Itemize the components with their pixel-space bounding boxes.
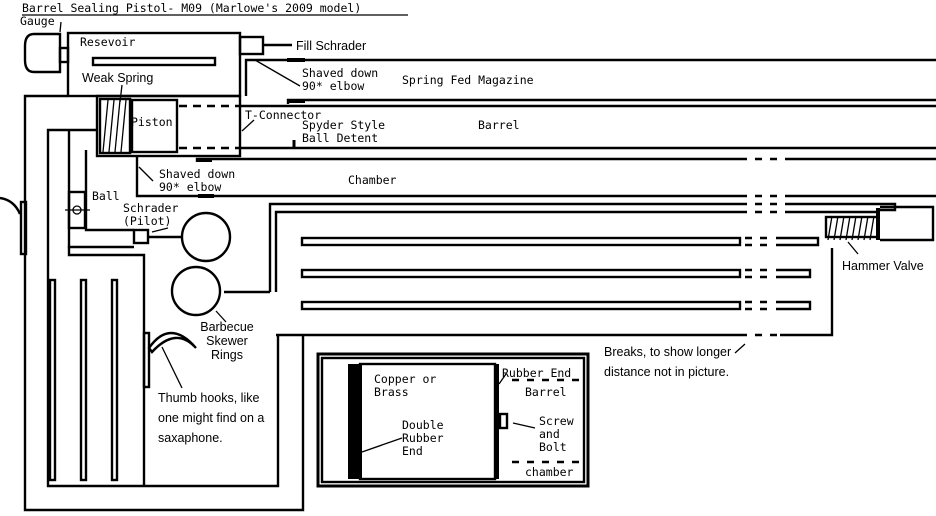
label-breaks-a: Breaks, to show longer [604, 345, 731, 359]
inset-barrel: Barrel [525, 385, 567, 399]
rail-3 [300, 300, 812, 311]
side-hook-mount [19, 200, 28, 256]
inset-detail [316, 352, 590, 488]
schrader-pilot [132, 228, 150, 245]
air-line-outer-top [268, 202, 740, 292]
label-schrader-a: Schrader [123, 201, 178, 215]
hammer-housing [880, 205, 935, 242]
label-piston: Piston [131, 115, 173, 129]
screw-bolt-pointer [512, 422, 536, 429]
hammer-spring [827, 215, 875, 241]
chamber-top [195, 157, 740, 162]
label-thumb-hooks-b: one might find on a [158, 411, 264, 425]
screw-bolt [498, 412, 509, 430]
chamber-bottom [135, 156, 740, 198]
grip-inner [46, 128, 280, 488]
label-shaved-down-1b: 90* elbow [302, 79, 364, 93]
inset-screw-c: Bolt [539, 440, 567, 454]
inset-copper-brass-b: Brass [374, 385, 409, 399]
label-shaved-down-2b: 90* elbow [159, 180, 221, 194]
grip-slot-1 [48, 278, 57, 482]
label-thumb-hooks-a: Thumb hooks, like [158, 391, 259, 405]
label-rings-a: Barbecue [200, 320, 254, 334]
diagram-title: Barrel Sealing Pistol- M09 (Marlowe's 20… [22, 1, 361, 15]
t-connector-housing [95, 94, 242, 158]
inset-chamber: chamber [525, 465, 574, 479]
magazine-bottom [286, 98, 936, 104]
label-reservoir: Resevoir [80, 35, 135, 49]
label-fill-schrader: Fill Schrader [296, 39, 366, 53]
rail-1 [300, 236, 820, 247]
label-spyder-detent-a: Spyder Style [302, 118, 385, 132]
gauge-pointer [59, 21, 62, 33]
barbecue-ring-2 [170, 265, 222, 317]
double-rubber-pointer [361, 437, 403, 453]
rubber-end-pointer [498, 373, 507, 385]
label-spyder-detent-b: Ball Detent [302, 131, 378, 145]
grip-outer [23, 94, 305, 512]
label-spring-fed-magazine: Spring Fed Magazine [402, 73, 534, 87]
magazine-top [244, 58, 936, 96]
t-connector-pointer [241, 119, 255, 132]
spring-chamber [98, 97, 132, 155]
grip-slot-2 [79, 278, 88, 482]
thumb-hook-mount [142, 331, 151, 389]
double-rubber-end-block [348, 364, 362, 479]
barbecue-ring-1 [180, 211, 232, 263]
frame-right-edge [780, 248, 834, 337]
reservoir-rod [91, 56, 217, 67]
side-hook [0, 196, 22, 215]
rubber-end-block [494, 364, 499, 479]
label-barrel: Barrel [478, 118, 520, 132]
label-ball: Ball [92, 189, 120, 203]
fill-schrader [238, 35, 265, 56]
inset-rubber-end: Rubber End [502, 366, 571, 380]
weak-spring [102, 99, 127, 153]
thumb-hooks-pointer [161, 346, 183, 389]
inset-double-rubber-c: End [402, 444, 423, 458]
inset-screw-a: Screw [539, 414, 574, 428]
gauge [23, 32, 62, 74]
piston [130, 98, 179, 154]
label-gauge: Gauge [20, 14, 55, 28]
label-shaved-down-2a: Shaved down [159, 167, 235, 181]
label-hammer-valve: Hammer Valve [842, 259, 924, 273]
label-rings-b: Skewer [206, 334, 248, 348]
shaved-down-1-pointer [254, 59, 301, 87]
label-rings-c: Rings [211, 348, 243, 362]
pilot-line-inner [84, 150, 134, 232]
inset-double-rubber-a: Double [402, 418, 444, 432]
label-thumb-hooks-c: saxaphone. [158, 431, 223, 445]
schrader-pointer [151, 227, 169, 233]
label-schrader-b: (Pilot) [123, 214, 171, 228]
label-breaks-b: distance not in picture. [604, 365, 729, 379]
label-chamber: Chamber [348, 173, 397, 187]
label-t-connector: T-Connector [245, 108, 321, 122]
hammer-face [876, 208, 880, 240]
air-line-inner-top [274, 210, 740, 292]
rail-2 [300, 268, 812, 279]
inset-screw-b: and [539, 427, 560, 441]
rings-pointer [215, 310, 227, 323]
label-weak-spring: Weak Spring [82, 71, 153, 85]
breaks-pointer [734, 343, 746, 354]
hammer-valve [824, 215, 880, 239]
grip-slot-3 [110, 278, 119, 482]
hammer-valve-pointer [847, 241, 859, 255]
thumb-hook [147, 331, 197, 354]
inset-double-rubber-b: Rubber [402, 431, 444, 445]
inset-copper-brass-a: Copper or [374, 372, 436, 386]
shaved-down-2-pointer [138, 166, 154, 182]
label-shaved-down-1a: Shaved down [302, 66, 378, 80]
